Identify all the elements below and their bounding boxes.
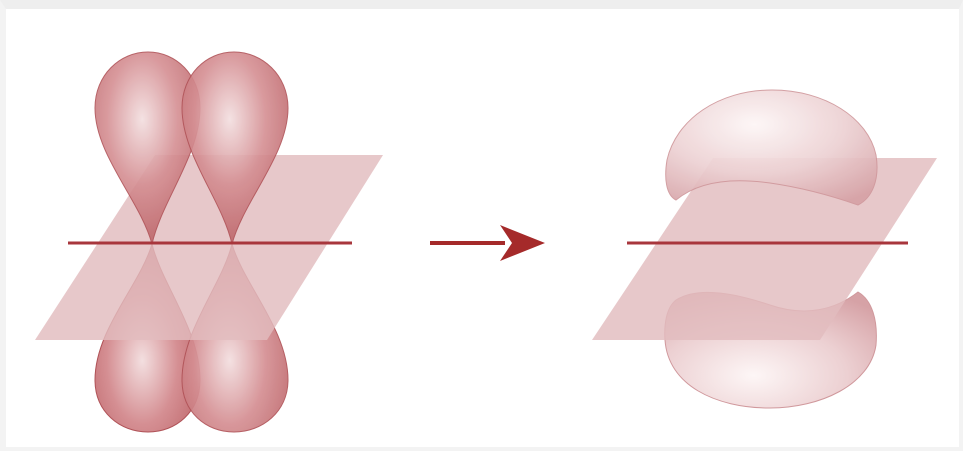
left-figure-p-orbitals <box>35 52 383 432</box>
nodal-plane-right <box>592 158 937 340</box>
right-arrow-icon <box>430 225 545 261</box>
right-figure-pi-bond <box>592 90 937 408</box>
